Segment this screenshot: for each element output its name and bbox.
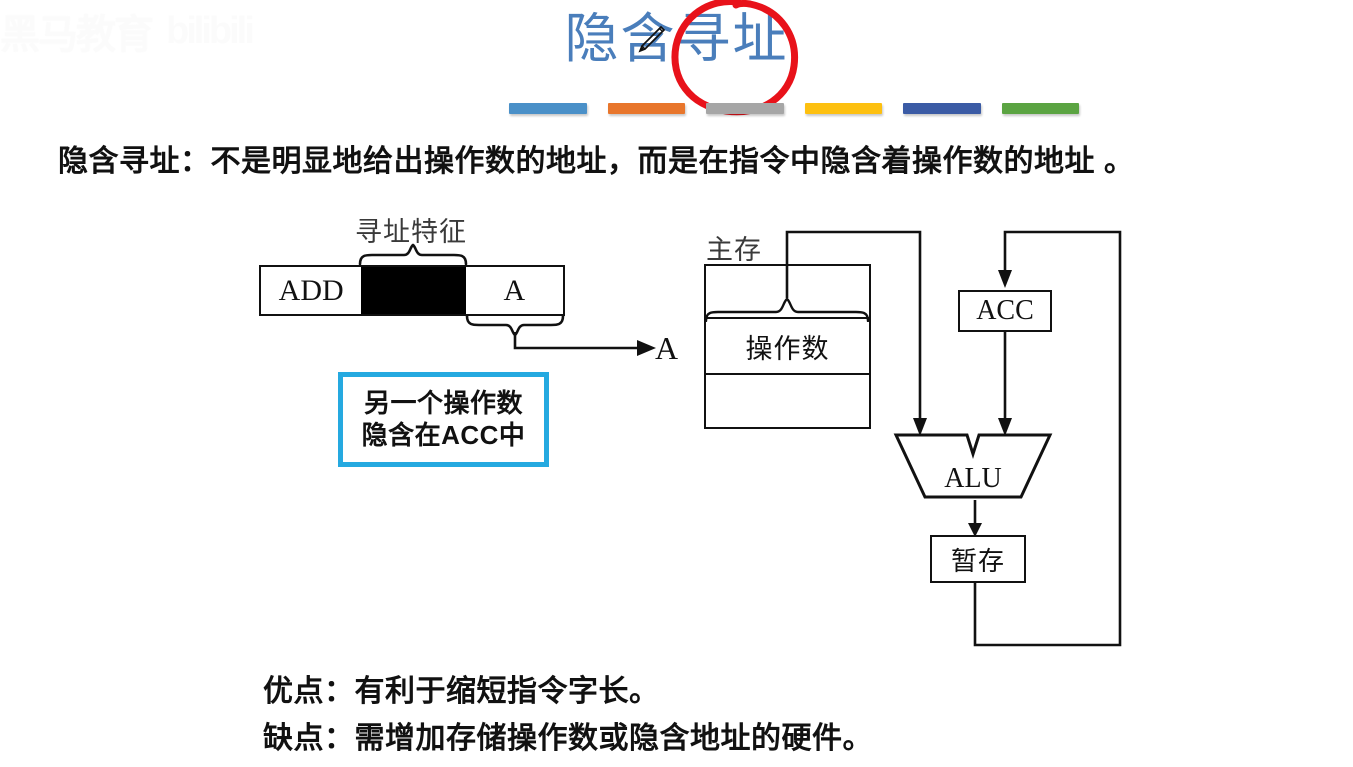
- temp-register-box: 暂存: [930, 535, 1026, 583]
- advantage-text: 优点：有利于缩短指令字长。: [263, 675, 660, 708]
- instruction-mode-cell: [361, 267, 466, 314]
- memory-operand-brace-icon: [704, 298, 870, 322]
- memory-row-empty-bottom: [706, 375, 869, 427]
- instruction-word-diagram: ADD A: [259, 265, 565, 316]
- page-title: 隐含寻址: [0, 8, 1353, 70]
- main-memory-label: 主存: [706, 235, 762, 265]
- bar-blue: [509, 103, 587, 114]
- alu-shape: [893, 433, 1053, 499]
- bar-darkblue: [903, 103, 981, 114]
- pencil-icon: [638, 25, 666, 53]
- address-to-operand-arrow-icon: [513, 332, 656, 356]
- disadvantage-text: 缺点：需增加存储操作数或隐含地址的硬件。: [263, 722, 873, 755]
- operand-address-label: A: [655, 330, 679, 366]
- note-line-1: 另一个操作数: [363, 387, 523, 418]
- bar-yellow: [804, 103, 882, 114]
- page-title-text: 隐含寻址: [564, 9, 789, 69]
- accent-color-bars: [509, 103, 1079, 114]
- acc-register-box: ACC: [958, 290, 1052, 332]
- memory-row-operand: 操作数: [706, 319, 869, 375]
- bar-green: [1001, 103, 1079, 114]
- definition-paragraph: 隐含寻址：不是明显地给出操作数的地址，而是在指令中隐含着操作数的地址 。: [58, 145, 1135, 178]
- addressing-mode-field-label: 寻址特征: [355, 217, 467, 247]
- instruction-opcode-cell: ADD: [278, 273, 344, 307]
- implied-operand-note: 另一个操作数 隐含在ACC中: [338, 372, 549, 467]
- note-line-2: 隐含在ACC中: [361, 419, 526, 450]
- instruction-address-cell: A: [503, 273, 526, 307]
- mode-field-brace-icon: [358, 243, 468, 265]
- bar-gray: [706, 103, 784, 114]
- bar-orange: [607, 103, 685, 114]
- main-memory-box: 操作数: [704, 264, 871, 429]
